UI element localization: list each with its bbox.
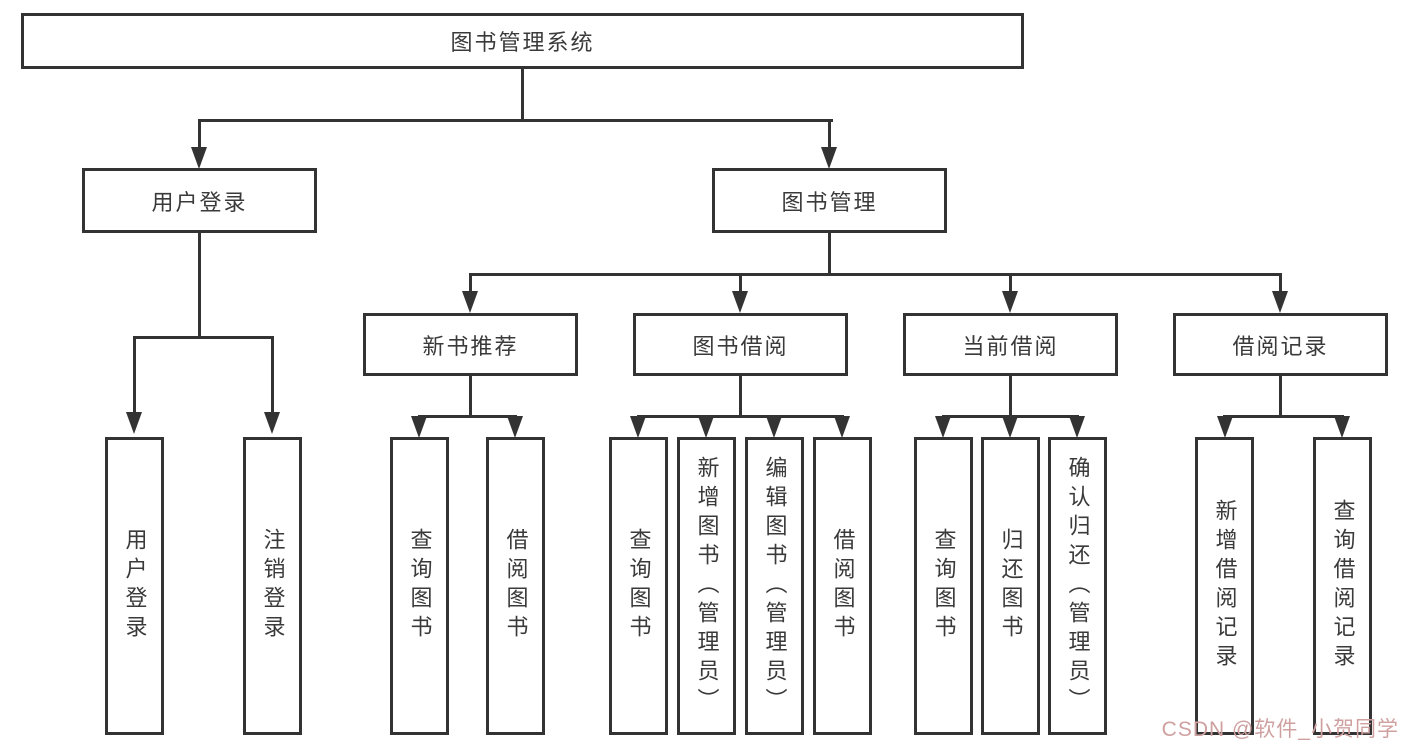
leaf-add-books-admin-label: 新增图书（管理员） bbox=[694, 455, 720, 717]
node-new-book-recommend: 新书推荐 bbox=[363, 313, 578, 376]
node-current-borrowing: 当前借阅 bbox=[903, 313, 1118, 376]
leaf-confirm-return-admin-label: 确认归还（管理员） bbox=[1065, 455, 1091, 717]
arrow-down-icon bbox=[821, 147, 837, 169]
node-new-book-recommend-label: 新书推荐 bbox=[422, 333, 519, 359]
connector-line bbox=[828, 233, 831, 273]
leaf-user-login: 用户登录 bbox=[105, 437, 164, 735]
arrow-down-icon bbox=[264, 412, 280, 434]
leaf-query-books-borrowing-label: 查询图书 bbox=[626, 528, 652, 644]
connector-line bbox=[1279, 376, 1282, 417]
connector-line bbox=[828, 119, 831, 148]
leaf-add-borrow-record-label: 新增借阅记录 bbox=[1212, 499, 1238, 673]
leaf-query-books-current-label: 查询图书 bbox=[931, 528, 957, 644]
leaf-query-books-recommend-label: 查询图书 bbox=[407, 528, 433, 644]
arrow-down-icon bbox=[698, 416, 714, 438]
connector-line bbox=[1009, 376, 1012, 417]
leaf-logout-label: 注销登录 bbox=[260, 528, 286, 644]
leaf-user-login-label: 用户登录 bbox=[122, 528, 148, 644]
arrow-down-icon bbox=[1334, 416, 1350, 438]
arrow-down-icon bbox=[935, 416, 951, 438]
leaf-borrow-books: 借阅图书 bbox=[813, 437, 872, 735]
arrow-down-icon bbox=[191, 147, 207, 169]
connector-line bbox=[637, 415, 844, 418]
connector-line bbox=[469, 376, 472, 417]
node-book-management-label: 图书管理 bbox=[781, 189, 878, 215]
arrow-down-icon bbox=[1272, 291, 1288, 313]
arrow-down-icon bbox=[1069, 416, 1085, 438]
leaf-add-books-admin: 新增图书（管理员） bbox=[677, 437, 736, 735]
connector-line bbox=[198, 119, 833, 122]
leaf-query-books-current: 查询图书 bbox=[914, 437, 973, 735]
arrow-down-icon bbox=[630, 416, 646, 438]
connector-line bbox=[1223, 415, 1344, 418]
node-user-login: 用户登录 bbox=[82, 168, 317, 233]
arrow-down-icon bbox=[766, 416, 782, 438]
leaf-edit-books-admin-label: 编辑图书（管理员） bbox=[762, 455, 788, 717]
node-user-login-label: 用户登录 bbox=[151, 189, 248, 215]
leaf-logout: 注销登录 bbox=[243, 437, 302, 735]
leaf-add-borrow-record: 新增借阅记录 bbox=[1195, 437, 1254, 735]
arrow-down-icon bbox=[1002, 416, 1018, 438]
connector-line bbox=[418, 415, 517, 418]
connector-line bbox=[198, 119, 201, 148]
leaf-query-books-borrowing: 查询图书 bbox=[609, 437, 668, 735]
connector-line bbox=[739, 273, 742, 293]
csdn-watermark: CSDN @软件_小贺同学 bbox=[1161, 718, 1399, 741]
leaf-confirm-return-admin: 确认归还（管理员） bbox=[1048, 437, 1107, 735]
arrow-down-icon bbox=[1217, 416, 1233, 438]
arrow-down-icon bbox=[462, 291, 478, 313]
connector-line bbox=[1279, 273, 1282, 293]
connector-line bbox=[469, 273, 472, 293]
arrow-down-icon bbox=[126, 412, 142, 434]
arrow-down-icon bbox=[1002, 291, 1018, 313]
connector-line bbox=[198, 233, 201, 336]
node-borrow-records-label: 借阅记录 bbox=[1232, 333, 1329, 359]
arrow-down-icon bbox=[507, 416, 523, 438]
leaf-return-books: 归还图书 bbox=[981, 437, 1040, 735]
connector-line bbox=[469, 273, 1282, 276]
node-book-borrowing-label: 图书借阅 bbox=[692, 333, 789, 359]
arrow-down-icon bbox=[411, 416, 427, 438]
leaf-query-books-recommend: 查询图书 bbox=[390, 437, 449, 735]
node-book-management: 图书管理 bbox=[712, 168, 947, 233]
leaf-edit-books-admin: 编辑图书（管理员） bbox=[745, 437, 804, 735]
connector-line bbox=[133, 336, 136, 414]
connector-line bbox=[1009, 273, 1012, 293]
node-library-system: 图书管理系统 bbox=[21, 13, 1024, 69]
arrow-down-icon bbox=[834, 416, 850, 438]
connector-line bbox=[521, 69, 524, 119]
node-borrow-records: 借阅记录 bbox=[1173, 313, 1388, 376]
node-book-borrowing: 图书借阅 bbox=[633, 313, 848, 376]
connector-line bbox=[133, 336, 274, 339]
leaf-borrow-books-recommend: 借阅图书 bbox=[486, 437, 545, 735]
leaf-borrow-books-recommend-label: 借阅图书 bbox=[503, 528, 529, 644]
leaf-query-borrow-record: 查询借阅记录 bbox=[1313, 437, 1372, 735]
node-library-system-label: 图书管理系统 bbox=[450, 30, 595, 55]
node-current-borrowing-label: 当前借阅 bbox=[962, 333, 1059, 359]
leaf-return-books-label: 归还图书 bbox=[998, 528, 1024, 644]
connector-line bbox=[739, 376, 742, 417]
leaf-query-borrow-record-label: 查询借阅记录 bbox=[1330, 499, 1356, 673]
leaf-borrow-books-label: 借阅图书 bbox=[830, 528, 856, 644]
connector-line bbox=[271, 336, 274, 414]
arrow-down-icon bbox=[732, 291, 748, 313]
